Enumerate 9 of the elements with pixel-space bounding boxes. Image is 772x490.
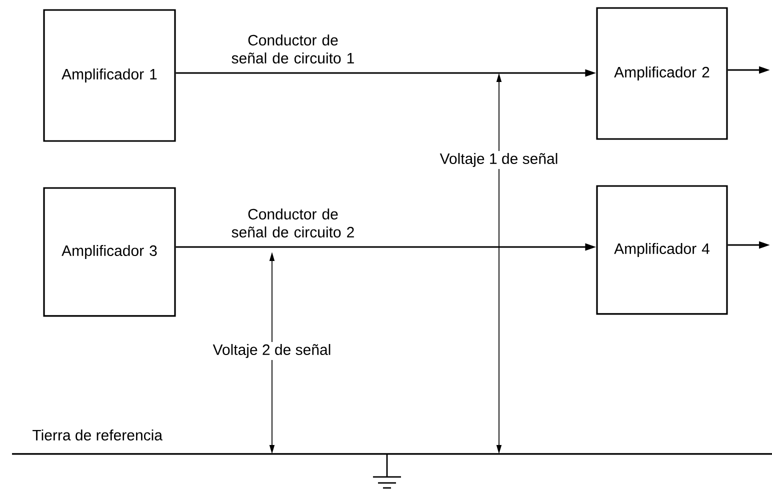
voltage-label: Voltaje 1 de señal bbox=[440, 153, 558, 167]
amplifier-box: Amplificador 3 bbox=[43, 187, 176, 317]
voltage-label: Voltaje 2 de señal bbox=[212, 344, 330, 358]
amplifier-box: Amplificador 2 bbox=[596, 7, 728, 140]
amplifier-box: Amplificador 1 bbox=[43, 9, 176, 142]
edge-label: Conductor de señal de circuito 1 bbox=[232, 34, 354, 64]
amplifier-box: Amplificador 4 bbox=[596, 185, 728, 315]
ground-label: Tierra de referencia bbox=[32, 429, 163, 440]
edge-label: Conductor de señal de circuito 2 bbox=[232, 208, 354, 238]
